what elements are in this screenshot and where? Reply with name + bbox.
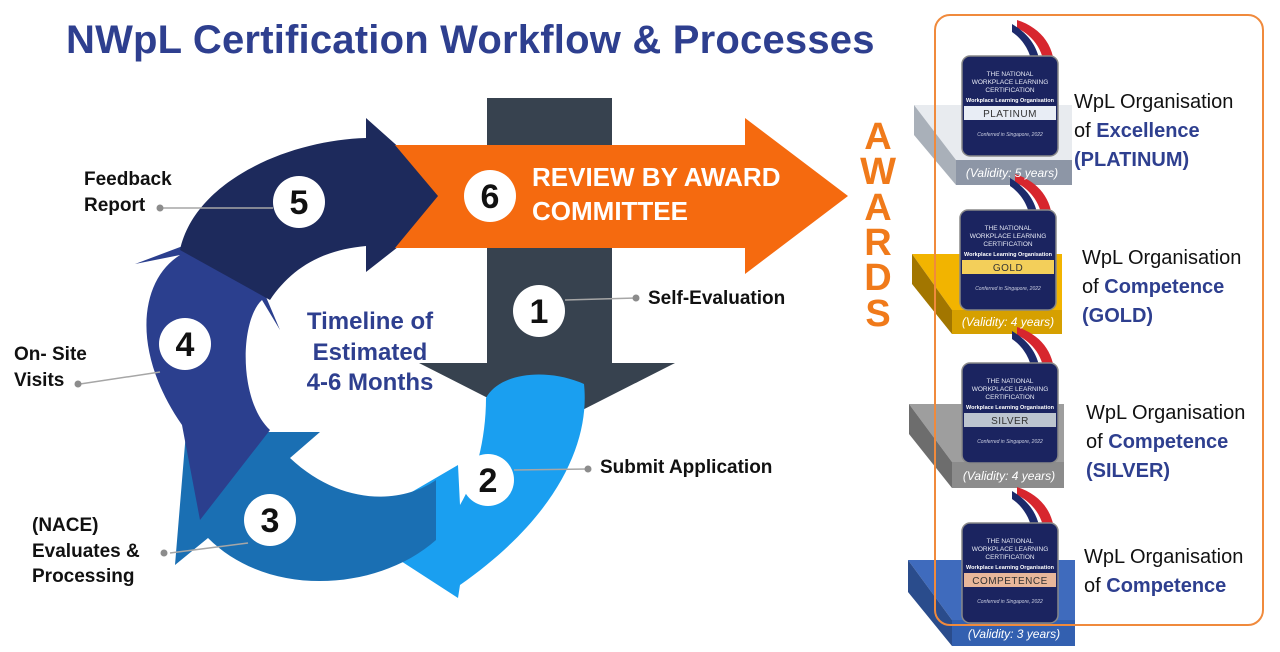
step-label-4: On- Site Visits xyxy=(14,344,87,391)
badge-subheading: Workplace Learning Organisation xyxy=(964,252,1053,258)
tier-highlight: Competence xyxy=(1104,276,1225,298)
badge-heading-line: THE NATIONAL xyxy=(987,538,1034,545)
badge-heading-line: WORKPLACE LEARNING xyxy=(970,233,1047,240)
badge-heading-line: THE NATIONAL xyxy=(985,225,1032,232)
badge-level: GOLD xyxy=(993,263,1023,274)
step4-arrow xyxy=(135,226,280,520)
step-number-4: 4 xyxy=(176,326,195,364)
tier-pre: of xyxy=(1084,575,1107,597)
step-circle-2: 2 xyxy=(462,454,514,506)
badge-heading-line: WORKPLACE LEARNING xyxy=(972,546,1049,553)
step6-arrow xyxy=(395,118,848,274)
badge-footer: Conferred in Singapore, 2022 xyxy=(977,439,1043,445)
validity-silver: (Validity: 4 years) xyxy=(963,469,1055,483)
page-title: NWpL Certification Workflow & Processes xyxy=(66,18,875,62)
badge-level-band xyxy=(962,260,1054,274)
awards-panel xyxy=(934,14,1264,626)
step-circle-4: 4 xyxy=(159,318,211,370)
tier-line1: WpL Organisation xyxy=(1086,402,1246,424)
badge-footer: Conferred in Singapore, 2022 xyxy=(977,132,1043,138)
badge-level: PLATINUM xyxy=(983,109,1037,120)
tier-pre: of xyxy=(1086,431,1109,453)
tier-line3: (GOLD) xyxy=(1082,305,1154,327)
validity-competence: (Validity: 3 years) xyxy=(968,627,1060,641)
badge-level-band xyxy=(964,413,1056,427)
award-tier-platinum: WpL Organisation of Excellence (PLATINUM… xyxy=(1074,88,1233,175)
badge-level: SILVER xyxy=(991,416,1029,427)
award-tier-gold: WpL Organisation of Competence (GOLD) xyxy=(1082,244,1241,331)
step-label-5: Feedback Report xyxy=(84,169,172,216)
tier-line1: WpL Organisation xyxy=(1084,546,1244,568)
badge-subheading: Workplace Learning Organisation xyxy=(966,565,1055,571)
award-tier-silver: WpL Organisation of Competence (SILVER) xyxy=(1086,399,1245,486)
tier-line3: (SILVER) xyxy=(1086,460,1171,482)
badge-subheading: Workplace Learning Organisation xyxy=(966,405,1055,411)
badge-heading-line: THE NATIONAL xyxy=(987,378,1034,385)
step-circle-1: 1 xyxy=(513,285,565,337)
step-label-3: (NACE) Evaluates & Processing xyxy=(32,515,140,588)
badge-heading-line: CERTIFICATION xyxy=(983,241,1033,248)
badge-footer: Conferred in Singapore, 2022 xyxy=(977,599,1043,605)
validity-platinum: (Validity: 5 years) xyxy=(966,166,1058,180)
badge-heading-line: CERTIFICATION xyxy=(985,554,1035,561)
step-circle-6: 6 xyxy=(464,170,516,222)
connector-lines xyxy=(74,204,640,557)
tier-pre: of xyxy=(1082,276,1105,298)
tier-line3: (PLATINUM) xyxy=(1074,149,1190,171)
badge-level-band xyxy=(964,106,1056,120)
tier-highlight: Excellence xyxy=(1096,120,1200,142)
tier-highlight: Competence xyxy=(1106,575,1227,597)
step-number-1: 1 xyxy=(530,293,549,331)
tier-highlight: Competence xyxy=(1108,431,1229,453)
step-circle-5: 5 xyxy=(273,176,325,228)
step-circle-3: 3 xyxy=(244,494,296,546)
awards-vertical-label: A W A R D S xyxy=(860,116,896,335)
badge-level-band xyxy=(964,573,1056,587)
badge-heading-line: CERTIFICATION xyxy=(985,394,1035,401)
step-number-2: 2 xyxy=(479,462,498,500)
badge-heading-line: WORKPLACE LEARNING xyxy=(972,386,1049,393)
step-label-2: Submit Application xyxy=(600,457,773,478)
badge-footer: Conferred in Singapore, 2022 xyxy=(975,286,1041,292)
validity-gold: (Validity: 4 years) xyxy=(962,315,1054,329)
tier-pre: of xyxy=(1074,120,1097,142)
timeline-text: Timeline of Estimated 4-6 Months xyxy=(306,308,434,397)
award-tier-competence: WpL Organisation of Competence xyxy=(1084,543,1243,601)
badge-heading-line: WORKPLACE LEARNING xyxy=(972,79,1049,86)
badge-heading-line: CERTIFICATION xyxy=(985,87,1035,94)
badge-subheading: Workplace Learning Organisation xyxy=(966,98,1055,104)
badge-level: COMPETENCE xyxy=(972,576,1048,587)
step6-label: REVIEW BY AWARD COMMITTEE xyxy=(532,162,781,227)
step-number-3: 3 xyxy=(261,502,280,540)
step-label-1: Self-Evaluation xyxy=(648,288,786,309)
tier-line1: WpL Organisation xyxy=(1082,247,1242,269)
tier-line1: WpL Organisation xyxy=(1074,91,1234,113)
step-number-5: 5 xyxy=(290,184,309,222)
step-number-6: 6 xyxy=(481,178,500,216)
badge-heading-line: THE NATIONAL xyxy=(987,71,1034,78)
